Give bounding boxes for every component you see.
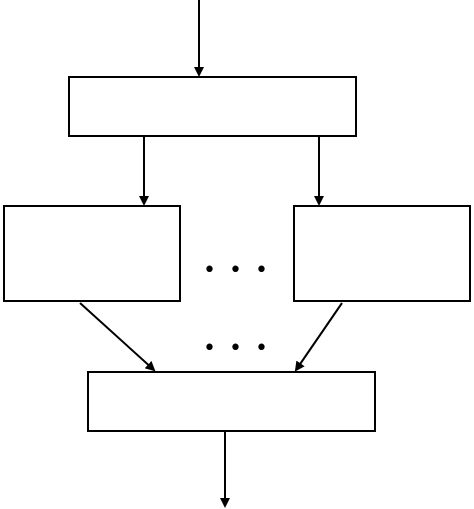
right-box xyxy=(293,205,471,302)
left-to-bottom-arrow xyxy=(79,302,156,372)
bottom-box xyxy=(87,371,376,432)
ellipsis-middle: • • • xyxy=(203,258,271,283)
right-to-bottom-arrow xyxy=(294,302,343,372)
top-box xyxy=(68,76,357,137)
left-box xyxy=(3,205,181,302)
ellipsis-lower: • • • xyxy=(203,336,271,361)
